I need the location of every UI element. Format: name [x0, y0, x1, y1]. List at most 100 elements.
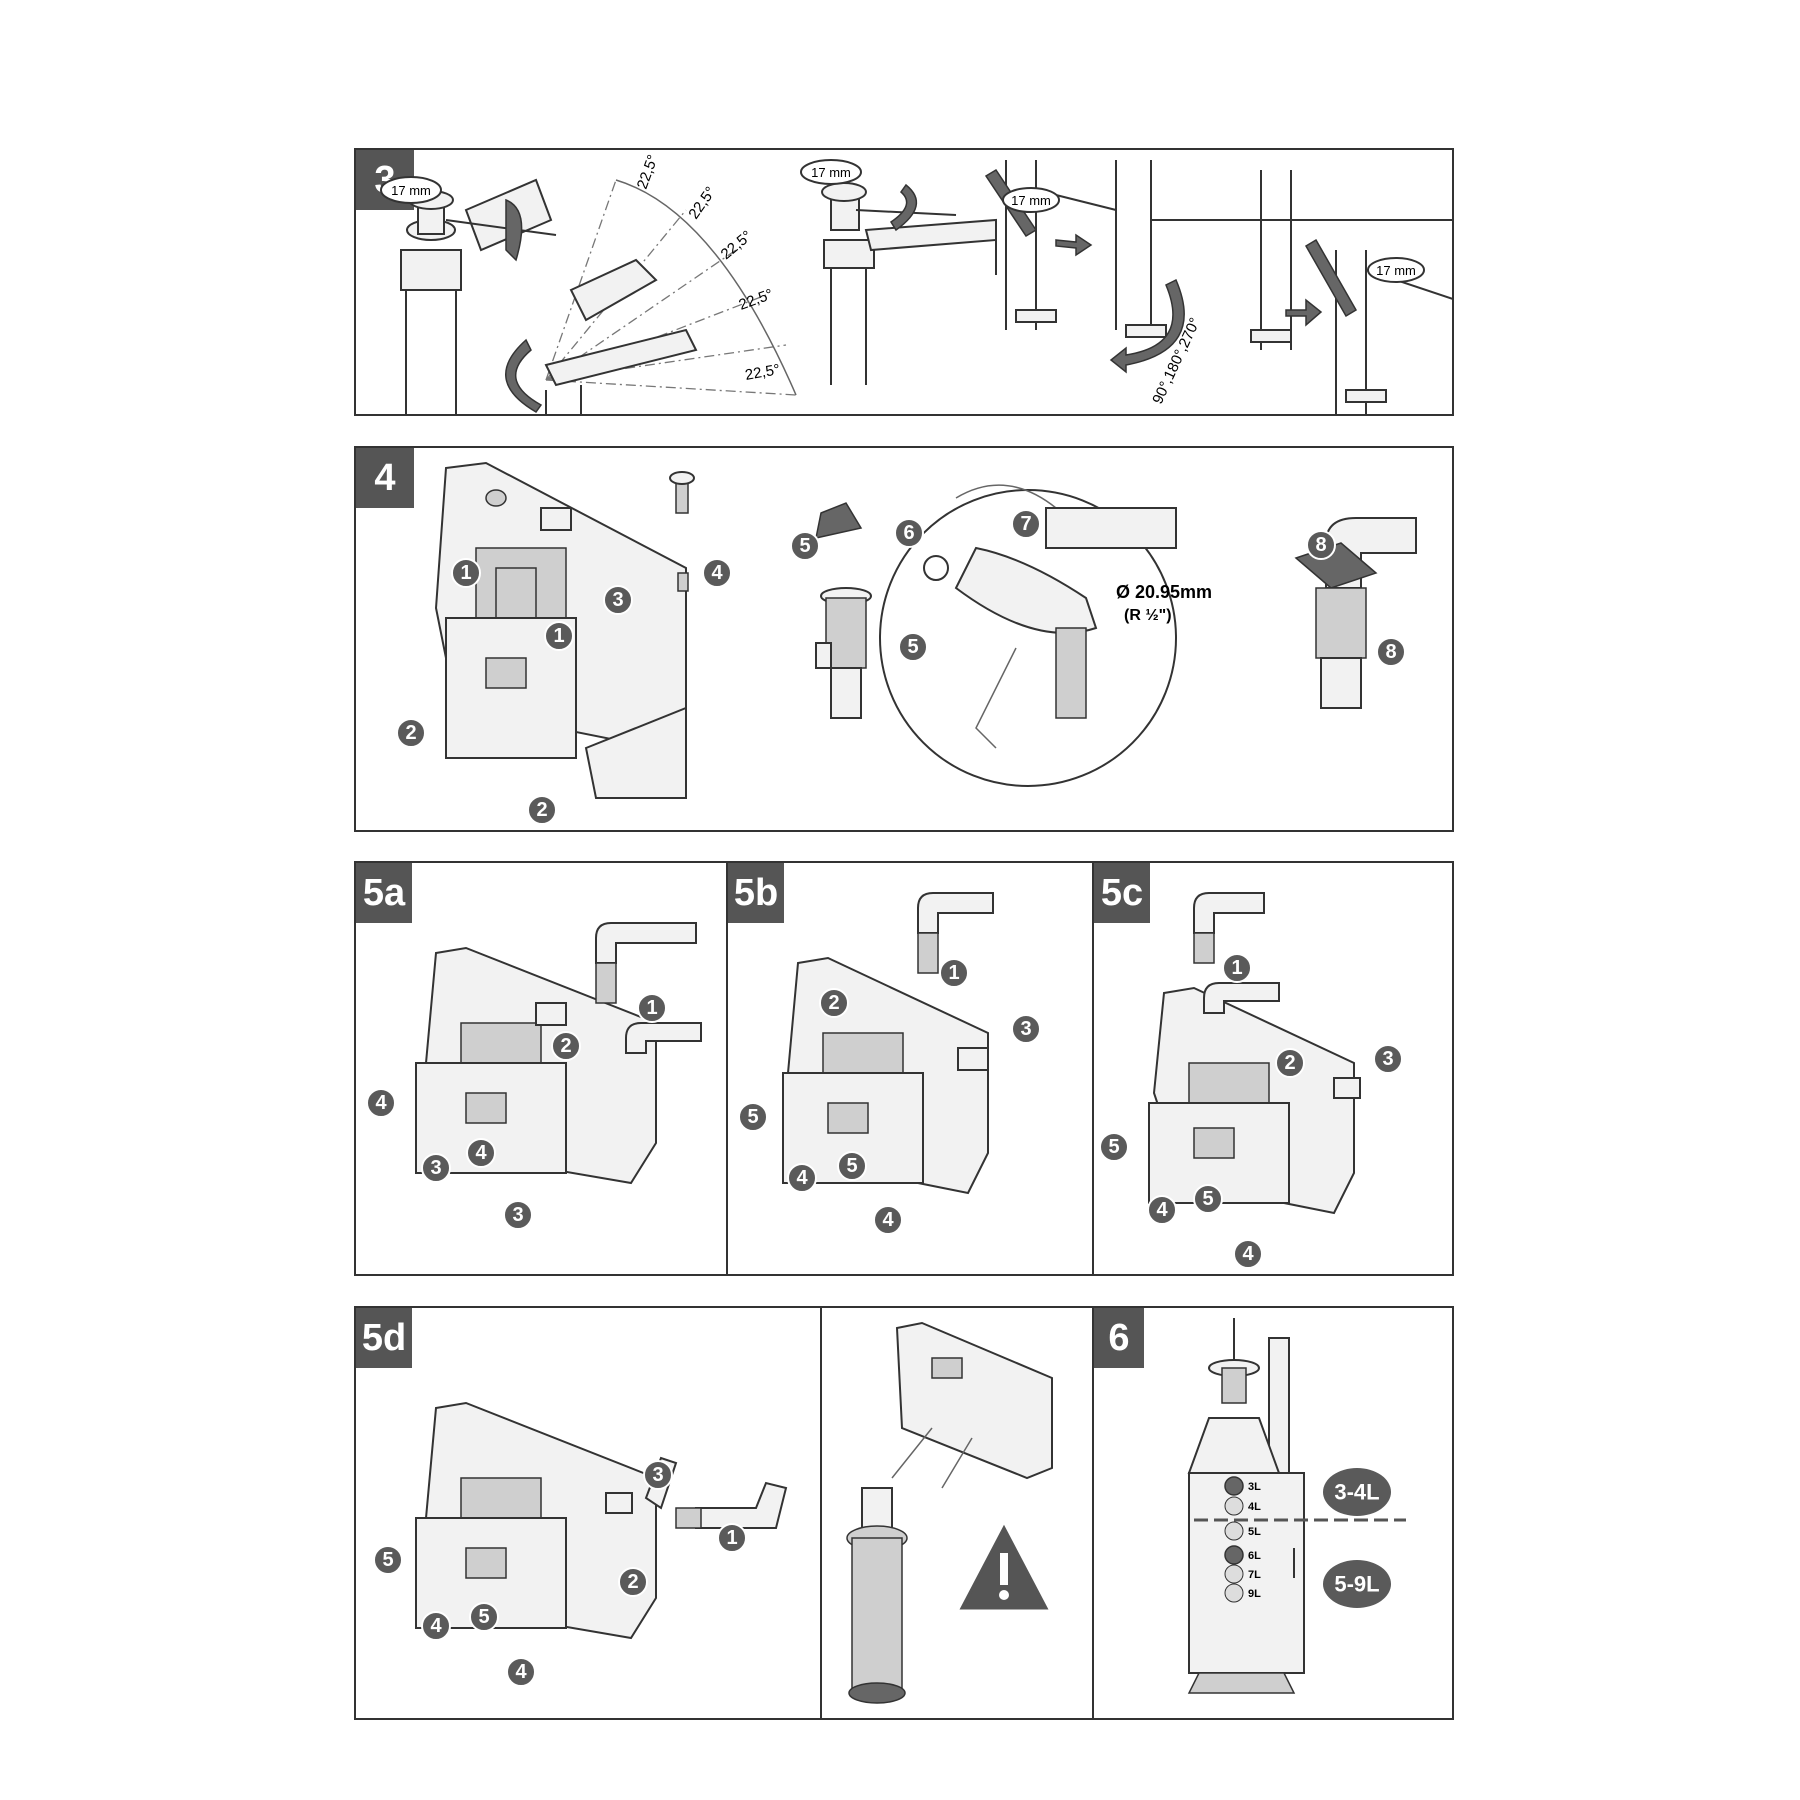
angle-fan — [505, 179, 797, 414]
scale-9l: 9L — [1248, 1588, 1261, 1600]
step-3-panel: 3 17 mm 22,5° — [354, 148, 1454, 416]
step-3-drawing: 17 mm 22,5° 22,5° 22,5° 22,5° 22,5° — [380, 152, 1452, 414]
svg-text:5: 5 — [382, 1549, 393, 1571]
step-5c-drawing: 1 2 3 5 5 4 4 — [1099, 892, 1403, 1269]
callout-1: 1 — [717, 1523, 747, 1553]
callout-3: 3 — [603, 585, 633, 615]
callout-2: 2 — [1275, 1048, 1305, 1078]
step-5a-panel: 5a 1 2 4 4 3 3 — [354, 861, 728, 1276]
warning-triangle-icon — [959, 1524, 1049, 1610]
step-5d-panel: 5d 3 1 2 5 5 4 4 — [354, 1306, 822, 1720]
svg-text:8: 8 — [1315, 534, 1326, 556]
step-6-tag: 6 — [1094, 1308, 1144, 1368]
svg-text:1: 1 — [1231, 957, 1242, 979]
step-5b-drawing: 1 2 3 5 5 4 4 — [738, 892, 1041, 1235]
hose-icon — [1193, 892, 1280, 1014]
svg-text:4: 4 — [515, 1661, 527, 1683]
callout-2: 2 — [819, 988, 849, 1018]
warning-panel — [820, 1306, 1094, 1720]
callout-8: 8 — [1376, 637, 1406, 667]
callout-4: 4 — [466, 1138, 496, 1168]
step-5d-tag: 5d — [356, 1308, 412, 1368]
callout-1: 1 — [544, 621, 574, 651]
pipe-spec-line-1: Ø 20.95mm — [1116, 582, 1212, 602]
callout-5: 5 — [1193, 1184, 1223, 1214]
warning-drawing — [846, 1321, 1053, 1704]
svg-text:5: 5 — [799, 535, 810, 557]
callout-5: 5 — [469, 1602, 499, 1632]
angle-label-2: 22,5° — [685, 184, 719, 223]
wrench-size-label-3: 17 mm — [1011, 193, 1051, 208]
flush-valve-icon — [1187, 1318, 1305, 1694]
fill-valve-icon — [815, 502, 872, 719]
callout-5: 5 — [898, 632, 928, 662]
svg-text:2: 2 — [1284, 1052, 1295, 1074]
callout-3: 3 — [421, 1153, 451, 1183]
svg-text:2: 2 — [828, 992, 839, 1014]
volume-large-label: 5-9L — [1334, 1572, 1379, 1597]
scale-3l: 3L — [1248, 1481, 1261, 1493]
wrench-icon — [1304, 238, 1358, 318]
svg-text:4: 4 — [1156, 1199, 1168, 1221]
svg-text:5: 5 — [1202, 1188, 1213, 1210]
callout-4: 4 — [1233, 1239, 1263, 1269]
scale-4l: 4L — [1248, 1501, 1261, 1513]
scale-7l: 7L — [1248, 1569, 1261, 1581]
wrench-size-label-2: 17 mm — [811, 165, 851, 180]
callout-3: 3 — [1373, 1044, 1403, 1074]
volume-large-badge — [1323, 1560, 1391, 1608]
step-6-panel: 6 3L 4L 5L 6L 7L 9L 3-4L 5-9L — [1092, 1306, 1454, 1720]
step-5b-tag: 5b — [728, 863, 784, 923]
callout-2: 2 — [527, 795, 557, 825]
svg-text:3: 3 — [612, 589, 623, 611]
svg-text:2: 2 — [405, 722, 416, 744]
svg-text:4: 4 — [882, 1209, 894, 1231]
callout-6: 6 — [894, 518, 924, 548]
angle-label-5: 22,5° — [744, 361, 782, 384]
svg-text:3: 3 — [512, 1204, 523, 1226]
svg-text:5: 5 — [747, 1106, 758, 1128]
callout-4: 4 — [702, 558, 732, 588]
step-5b-panel: 5b 1 2 3 5 5 4 4 — [726, 861, 1094, 1276]
hose-icon — [595, 922, 702, 1054]
svg-text:4: 4 — [475, 1142, 487, 1164]
callout-5: 5 — [790, 531, 820, 561]
step-5a-drawing: 1 2 4 4 3 3 — [366, 922, 702, 1230]
cistern-icon — [1148, 986, 1361, 1215]
callout-2: 2 — [618, 1567, 648, 1597]
svg-text:5: 5 — [1108, 1136, 1119, 1158]
svg-text:2: 2 — [560, 1035, 571, 1057]
detail-circle — [879, 484, 1177, 787]
scale-6l: 6L — [1248, 1550, 1261, 1562]
svg-text:4: 4 — [711, 562, 723, 584]
callout-2: 2 — [396, 718, 426, 748]
callout-1: 1 — [939, 958, 969, 988]
rotate-arrow-icon — [505, 198, 523, 262]
step-5d-drawing: 3 1 2 5 5 4 4 — [373, 1401, 788, 1687]
step-5c-tag: 5c — [1094, 863, 1150, 923]
svg-text:3: 3 — [652, 1464, 663, 1486]
callout-4: 4 — [506, 1657, 536, 1687]
callout-3: 3 — [1011, 1014, 1041, 1044]
callout-4: 4 — [873, 1205, 903, 1235]
svg-text:8: 8 — [1385, 641, 1396, 663]
callout-3: 3 — [503, 1200, 533, 1230]
callout-8: 8 — [1306, 530, 1336, 560]
step-6-drawing: 3L 4L 5L 6L 7L 9L 3-4L 5-9L — [1187, 1318, 1406, 1694]
svg-text:1: 1 — [553, 625, 564, 647]
svg-text:3: 3 — [1020, 1018, 1031, 1040]
callout-1: 1 — [451, 558, 481, 588]
step-5c-panel: 5c 1 2 3 5 5 4 4 — [1092, 861, 1454, 1276]
cistern-icon — [415, 946, 657, 1185]
frame-bracket-icon — [891, 1321, 1053, 1489]
angle-label-3: 22,5° — [718, 227, 756, 263]
svg-text:1: 1 — [646, 997, 657, 1019]
callout-5: 5 — [1099, 1132, 1129, 1162]
callout-3: 3 — [643, 1460, 673, 1490]
svg-text:7: 7 — [1020, 513, 1031, 535]
frame-leg-icon — [380, 176, 557, 414]
cistern-icon — [782, 956, 989, 1195]
rotate-arrow-icon — [505, 338, 543, 413]
step-4-panel: 4 — [354, 446, 1454, 832]
callout-4: 4 — [421, 1611, 451, 1641]
